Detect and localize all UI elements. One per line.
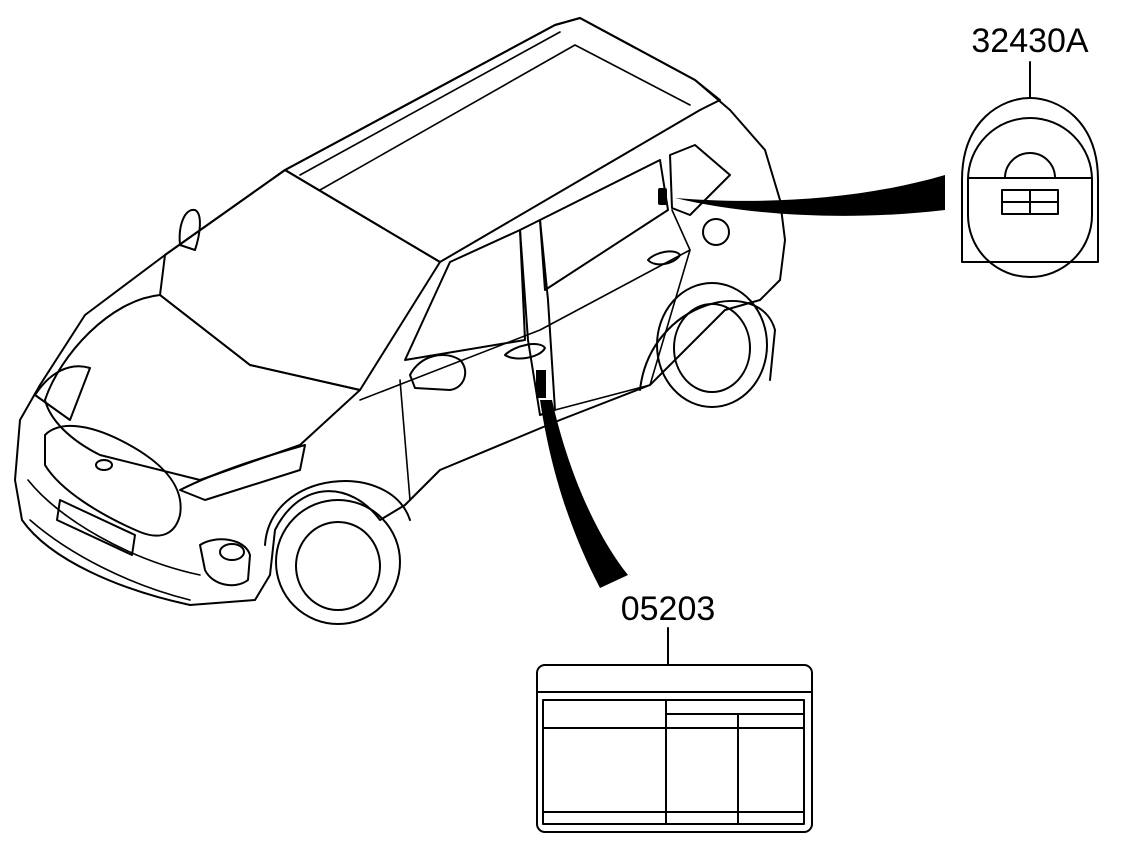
callout-05203: 05203 xyxy=(536,370,813,833)
rear-door-line xyxy=(554,209,691,411)
fog-lamp-housing xyxy=(199,538,251,587)
pillar-leader-wedge xyxy=(540,400,628,588)
front-bumper-upper xyxy=(27,479,201,576)
roof-rail-right xyxy=(319,44,691,191)
door-label-inner-ring xyxy=(967,117,1093,278)
license-plate xyxy=(56,499,136,556)
part-number-05203: 05203 xyxy=(621,590,716,628)
pillar-label-inner-box xyxy=(542,699,805,825)
fuel-door xyxy=(702,218,730,246)
fog-lamp xyxy=(219,543,245,561)
vehicle-body-outline xyxy=(14,17,786,606)
pillar-label-marker xyxy=(536,370,546,398)
front-door-handle xyxy=(504,343,546,360)
left-side-mirror xyxy=(178,208,201,251)
door-label-gauge-arc xyxy=(1004,152,1056,179)
rear-door-handle xyxy=(647,250,681,266)
right-headlamp xyxy=(179,444,306,501)
front-tire xyxy=(275,499,401,625)
part-number-32430A: 32430A xyxy=(971,22,1089,60)
door-label-outline xyxy=(961,97,1099,263)
callout-32430A: 32430A xyxy=(658,22,1099,278)
front-grille xyxy=(44,424,182,537)
rear-tire xyxy=(656,282,768,408)
pillar-label-outline xyxy=(536,664,813,833)
rear-rim xyxy=(673,303,751,393)
front-door-line xyxy=(399,379,441,501)
brand-emblem xyxy=(95,459,113,471)
rear-door-window xyxy=(539,159,669,291)
quarter-glass xyxy=(669,144,731,216)
side-body-crease xyxy=(359,249,691,401)
door-label-marker xyxy=(658,188,667,205)
front-rim xyxy=(295,521,381,611)
front-wheel-arch xyxy=(264,480,411,546)
left-headlamp xyxy=(34,365,91,421)
front-door-window xyxy=(404,229,526,361)
door-leader-wedge xyxy=(675,175,945,216)
vehicle-roof xyxy=(284,17,721,263)
windshield xyxy=(159,169,441,391)
vehicle-illustration xyxy=(14,17,786,625)
front-bumper-lower xyxy=(29,519,191,601)
roof-rail-left xyxy=(299,31,561,176)
hood xyxy=(44,294,361,481)
right-side-mirror xyxy=(409,354,467,391)
rear-wheel-arch xyxy=(639,300,776,391)
